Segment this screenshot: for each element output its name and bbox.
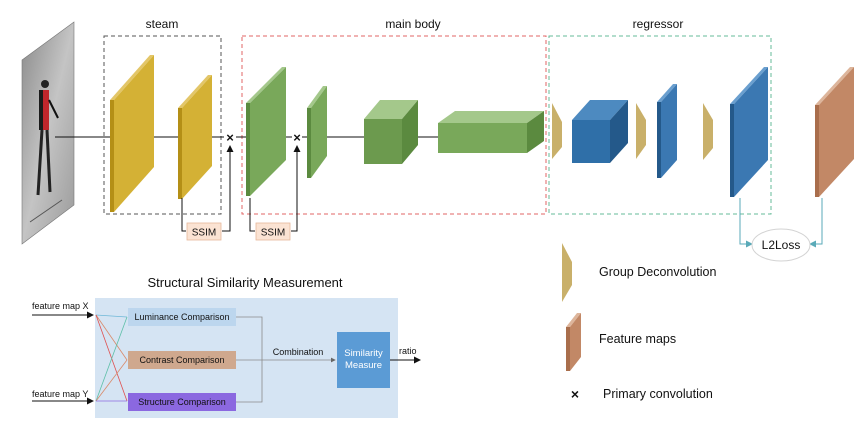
feature-map-y-label: feature map Y (32, 389, 88, 399)
ssim-fan-lines (95, 314, 128, 402)
combination-label: Combination (273, 347, 324, 357)
svg-text:SSIM: SSIM (192, 228, 216, 239)
l2-loss-connectors (739, 198, 823, 248)
combination-lines (236, 316, 336, 403)
svg-text:SSIM: SSIM (261, 228, 285, 239)
similarity-measure-line1: Similarity (344, 348, 383, 359)
legend-group-deconv-swatch (562, 243, 572, 302)
contrast-box (128, 351, 236, 369)
regressor-box (548, 35, 772, 215)
primary-conv-cross-1: × (226, 130, 234, 145)
similarity-measure-box (337, 332, 390, 388)
main-block-4 (438, 111, 544, 153)
group-deconv-2 (636, 103, 646, 159)
ssim-tag-1: SSIM (186, 222, 222, 241)
target-feature-map (815, 67, 854, 197)
steam-label: steam (146, 17, 179, 31)
main-body-label: main body (385, 17, 440, 31)
steam-block-1 (110, 55, 154, 212)
regressor-block-2 (657, 84, 677, 178)
legend-feature-map-swatch (566, 313, 581, 371)
skier-figure (36, 80, 59, 196)
steam-block-2 (178, 75, 212, 199)
legend-primary-conv-label: Primary convolution (603, 387, 713, 401)
legend-primary-conv-symbol: × (571, 386, 579, 402)
regressor-block-3 (730, 67, 768, 197)
l2-loss-node (751, 228, 811, 262)
luminance-label: Luminance Comparison (134, 312, 229, 322)
primary-conv-cross-2: × (293, 130, 301, 145)
main-body-box (241, 35, 547, 215)
regressor-block-1 (572, 100, 628, 163)
regressor-label: regressor (633, 17, 684, 31)
main-block-1 (246, 67, 286, 196)
feature-map-x-label: feature map X (32, 301, 89, 311)
group-deconv-3 (703, 103, 713, 160)
luminance-box (128, 308, 236, 326)
l2-loss-label: L2Loss (762, 238, 801, 252)
ssim-tag-2: SSIM (255, 222, 291, 241)
legend: Group Deconvolution Feature maps × Prima… (562, 243, 716, 402)
main-block-3 (364, 100, 418, 164)
group-deconv-1 (552, 103, 562, 159)
legend-group-deconv-label: Group Deconvolution (599, 265, 716, 279)
input-image (21, 21, 75, 245)
legend-feature-map-label: Feature maps (599, 332, 676, 346)
similarity-measure-line2: Measure (345, 360, 382, 371)
ssim-connectors (181, 145, 301, 232)
ratio-label: ratio (399, 346, 417, 356)
structure-label: Structure Comparison (138, 397, 226, 407)
main-block-2 (307, 86, 327, 178)
contrast-label: Contrast Comparison (139, 355, 224, 365)
steam-box (103, 35, 222, 215)
structure-box (128, 393, 236, 411)
ssim-panel-title: Structural Similarity Measurement (147, 275, 342, 290)
